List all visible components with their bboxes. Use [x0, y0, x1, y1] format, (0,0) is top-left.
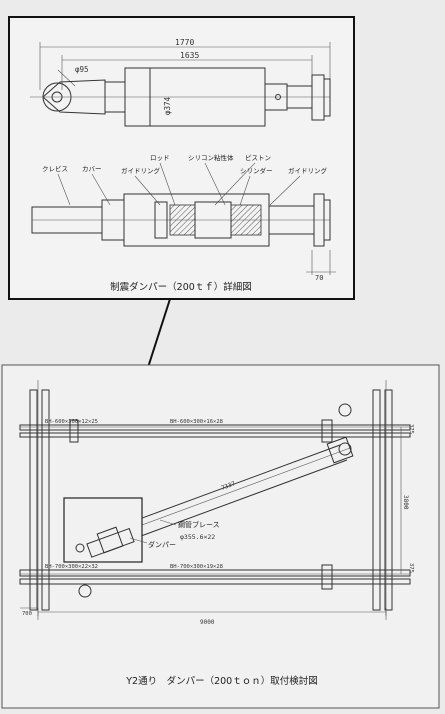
- dim-left-bottom: 700: [22, 611, 32, 617]
- beam-top-label: BH-600×300×12×25: [45, 419, 98, 425]
- label-clevis: クレビス: [42, 164, 68, 173]
- dim-body: 1635: [180, 51, 199, 60]
- dim-right-bottom: 375: [408, 563, 414, 573]
- frame-caption: Y2通り ダンパー（200ｔｏｎ）取付検討図: [125, 675, 317, 687]
- brace-label: 鋼管ブレース: [178, 520, 220, 529]
- damper-location-box: [63, 497, 143, 563]
- detail-dimensions: 1770 1635 φ95 φ374: [39, 38, 331, 115]
- dim-clevis-dia: φ95: [75, 65, 89, 74]
- dim-end: 70: [315, 274, 323, 282]
- dim-span: 9000: [200, 619, 215, 626]
- detail-caption: 制震ダンパー（200ｔｆ）詳細図: [110, 281, 252, 293]
- label-piston: ピストン: [245, 154, 271, 162]
- dim-right-top: 375: [408, 424, 414, 434]
- damper-elevation: [30, 67, 331, 127]
- damper-label: ダンパー: [148, 540, 176, 549]
- brace-size: φ355.6×22: [180, 533, 215, 541]
- beam-top-label-right: BH-600×300×16×28: [170, 419, 223, 425]
- frame-dimensions: 9000 3800 375 375 700: [20, 424, 414, 626]
- dim-height: 3800: [402, 495, 409, 510]
- beam-bottom-label-right: BH-700×300×19×28: [170, 564, 223, 570]
- section-labels: クレビス カバー ガイドリング ロッド シリコン粘性体 ピストン シリンダー ガ…: [42, 153, 328, 206]
- label-cover: カバー: [82, 165, 102, 173]
- label-rod: ロッド: [150, 154, 170, 162]
- label-silicone: シリコン粘性体: [188, 153, 234, 162]
- beam-bottom-label: BH-700×300×22×32: [45, 564, 98, 570]
- dim-total: 1770: [175, 38, 194, 47]
- label-guide-ring-left: ガイドリング: [121, 166, 161, 175]
- frame-structure: [19, 380, 411, 620]
- brace-length: 7337: [220, 480, 236, 492]
- damper-in-frame: [75, 526, 135, 558]
- dim-cyl-dia: φ374: [163, 96, 172, 115]
- label-guide-ring-right: ガイドリング: [288, 166, 328, 175]
- damper-section: 70: [31, 193, 336, 282]
- label-cylinder: シリンダー: [240, 166, 273, 175]
- detail-panel: [8, 16, 355, 300]
